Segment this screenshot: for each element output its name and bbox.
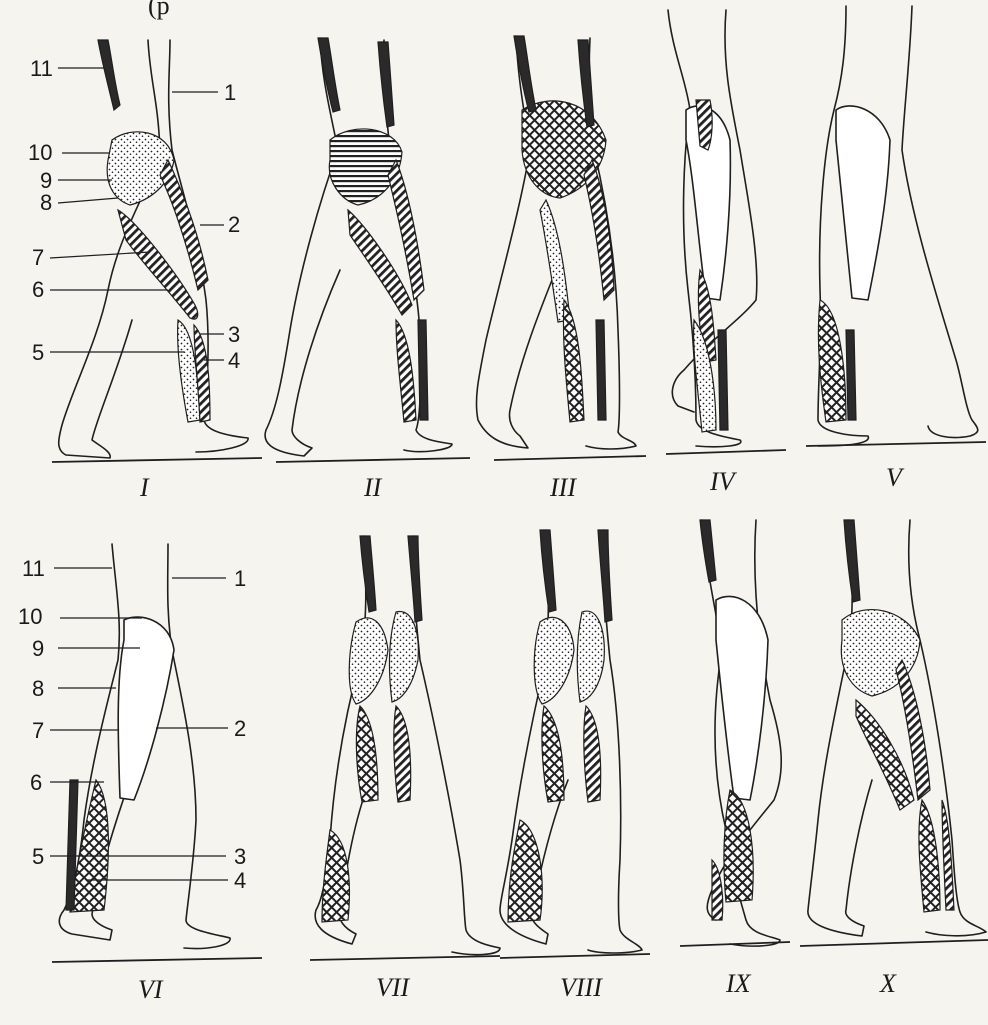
page-text-fragment: (p: [148, 0, 170, 20]
label-8: 8: [32, 676, 44, 701]
label-7: 7: [32, 718, 44, 743]
label-4: 4: [228, 348, 240, 373]
figure-X-numeral: X: [879, 969, 897, 998]
figure-III: III: [476, 36, 646, 502]
figure-IV-numeral: IV: [709, 467, 738, 496]
figure-IX-numeral: IX: [725, 969, 752, 998]
label-6: 6: [32, 277, 44, 302]
label-7: 7: [32, 245, 44, 270]
figure-VI-numeral: VI: [138, 975, 164, 1004]
figure-V-numeral: V: [886, 463, 905, 492]
label-5: 5: [32, 340, 44, 365]
label-10: 10: [28, 140, 52, 165]
label-11: 11: [30, 56, 53, 81]
figure-VIII-numeral: VIII: [560, 973, 603, 1002]
label-1: 1: [224, 80, 236, 105]
label-8: 8: [40, 190, 52, 215]
figure-VII-numeral: VII: [376, 973, 411, 1002]
figure-VII: VII: [310, 536, 500, 1002]
label-4: 4: [234, 868, 246, 893]
label-2: 2: [234, 716, 246, 741]
figure-V: V: [806, 6, 986, 492]
label-6: 6: [30, 770, 42, 795]
figure-III-numeral: III: [549, 473, 577, 502]
figure-I: 11 10 9 8 7 6 5 1 2 3 4 I: [28, 40, 262, 502]
label-9: 9: [32, 636, 44, 661]
figure-II: II: [265, 38, 470, 502]
figure-II-numeral: II: [363, 473, 383, 502]
figure-IX: IX: [680, 520, 790, 998]
label-10: 10: [18, 604, 42, 629]
label-3: 3: [228, 322, 240, 347]
label-3: 3: [234, 844, 246, 869]
figure-VI: 11 10 9 8 7 6 5 1 2 3 4 VI: [18, 544, 262, 1004]
figure-I-numeral: I: [139, 473, 150, 502]
figure-VIII: VIII: [500, 530, 650, 1002]
label-5: 5: [32, 844, 44, 869]
figure-IV: IV: [666, 10, 786, 496]
label-1: 1: [234, 566, 246, 591]
label-2: 2: [228, 212, 240, 237]
label-11: 11: [22, 556, 45, 581]
figure-X: X: [800, 520, 988, 998]
